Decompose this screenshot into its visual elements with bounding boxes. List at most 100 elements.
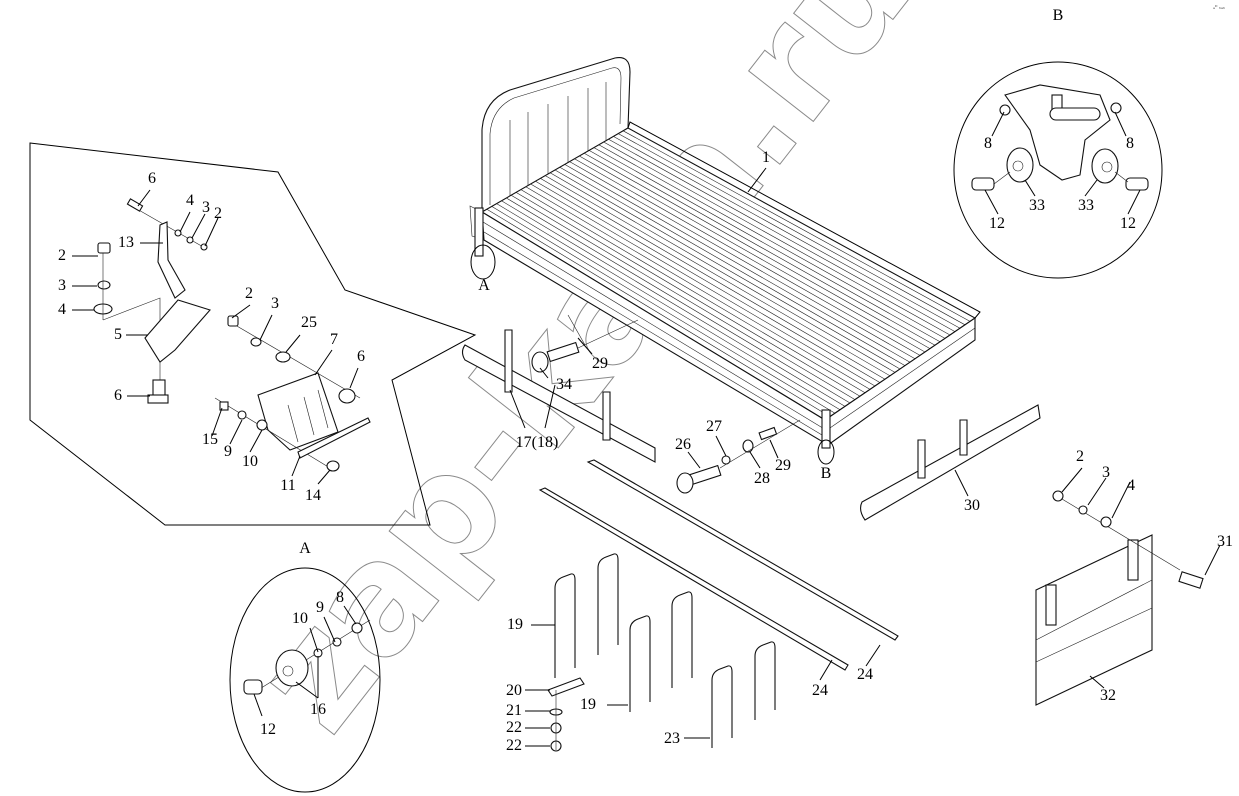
floor-slat [593,147,941,343]
floor-slat [598,144,946,339]
floor-slat [530,183,876,387]
detail-a-title: A [299,540,311,557]
callout-b-33-right: 33 [1078,197,1094,214]
callout-c-28: 28 [754,470,770,487]
u-bolt-hardware [547,677,585,752]
floor-slat [496,203,841,411]
leader-lines [72,111,1221,747]
callout-u-19-mid: 19 [580,696,596,713]
callout-b-12-left: 12 [989,215,1005,232]
callout-a-16: 16 [310,701,326,718]
callout-u-19-top: 19 [507,616,523,633]
floor-slat [540,178,886,380]
callout-l-3-top: 3 [202,199,210,216]
left-detail-parts [93,198,371,472]
floor-slat [520,189,866,394]
floor-slat [549,172,896,373]
callout-c-17-18: 17(18) [515,434,559,451]
floor-slat [564,164,911,363]
callout-s-24-a: 24 [812,682,828,699]
callout-l-14: 14 [305,487,321,504]
detail-b-marker: B [820,465,832,482]
callout-c-29-right: 29 [775,457,791,474]
callout-b-12-right: 12 [1120,215,1136,232]
callout-l-3-mid: 3 [271,295,279,312]
callout-l-5: 5 [114,326,122,343]
callout-c-26: 26 [675,436,691,453]
callout-l-6-right: 6 [357,348,365,365]
floor-slat [554,169,901,370]
callout-c-34: 34 [556,376,572,393]
callout-b-33-left: 33 [1029,197,1045,214]
floor-slat [559,166,906,366]
mud-bracket [1035,490,1204,706]
callout-a-10: 10 [292,610,308,627]
cargo-body [469,57,981,465]
detail-b-title: B [1052,7,1064,24]
u-bolt [554,573,576,678]
callout-r-31: 31 [1217,533,1233,550]
detail-a-marker: A [478,277,490,294]
callout-u-22-b: 22 [506,737,522,754]
callout-c-27: 27 [706,418,722,435]
floor-slat [579,155,926,353]
callout-c-29-left: 29 [592,355,608,372]
callout-l-4-left: 4 [58,301,66,318]
callout-l-10: 10 [242,453,258,470]
floor-slat [608,138,956,332]
floor-slat [588,150,936,346]
callout-a-8: 8 [336,589,344,606]
callout-l-25: 25 [301,314,317,331]
floor-slat [545,175,891,377]
floor-slat [535,180,881,383]
u-bolt [629,615,651,712]
floor-slat [622,130,971,322]
floor-slat [501,200,846,407]
callout-r-4: 4 [1127,477,1135,494]
callout-l-6-top: 6 [148,170,156,187]
floor-slat [618,133,966,326]
u-bolt [597,553,619,655]
callout-l-4-top: 4 [186,192,194,209]
side-rails [461,314,1041,671]
detail-frame-left [29,142,477,526]
detail-b-parts [971,84,1149,191]
callout-l-9: 9 [224,443,232,460]
floor-slat [506,197,851,404]
floor-slat [569,161,916,360]
corner-mark: ₐᴰ ₕₐₕ [1213,5,1225,11]
detail-a-circle [229,567,381,793]
callout-l-15: 15 [202,431,218,448]
callout-l-13: 13 [118,234,134,251]
detail-b-circle [953,61,1163,279]
callout-r-32: 32 [1100,687,1116,704]
callout-b-8-right: 8 [1126,135,1134,152]
floor-slat [603,141,951,336]
callout-l-11: 11 [280,477,296,494]
callout-u-23: 23 [664,730,680,747]
callout-u-21: 21 [506,702,522,719]
callout-l-2-left: 2 [58,247,66,264]
callout-u-22-a: 22 [506,719,522,736]
floor-slat [574,158,921,356]
callout-s-24-b: 24 [857,666,873,683]
floor-slat [584,152,931,349]
floor-slat [613,136,961,329]
floor-slat [491,206,836,414]
callout-l-2-mid: 2 [245,285,253,302]
floor-slat [486,208,831,417]
u-bolt [754,641,776,720]
floor-slat [511,194,856,400]
floor-slat [515,192,861,397]
floor-slat [525,186,871,390]
u-bolts [554,553,776,748]
u-bolt [711,665,733,748]
callout-a-9: 9 [316,599,324,616]
callout-1: 1 [762,149,770,166]
callout-u-20: 20 [506,682,522,699]
callout-r-2: 2 [1076,448,1084,465]
callout-c-30: 30 [964,497,980,514]
callout-l-7: 7 [330,331,338,348]
